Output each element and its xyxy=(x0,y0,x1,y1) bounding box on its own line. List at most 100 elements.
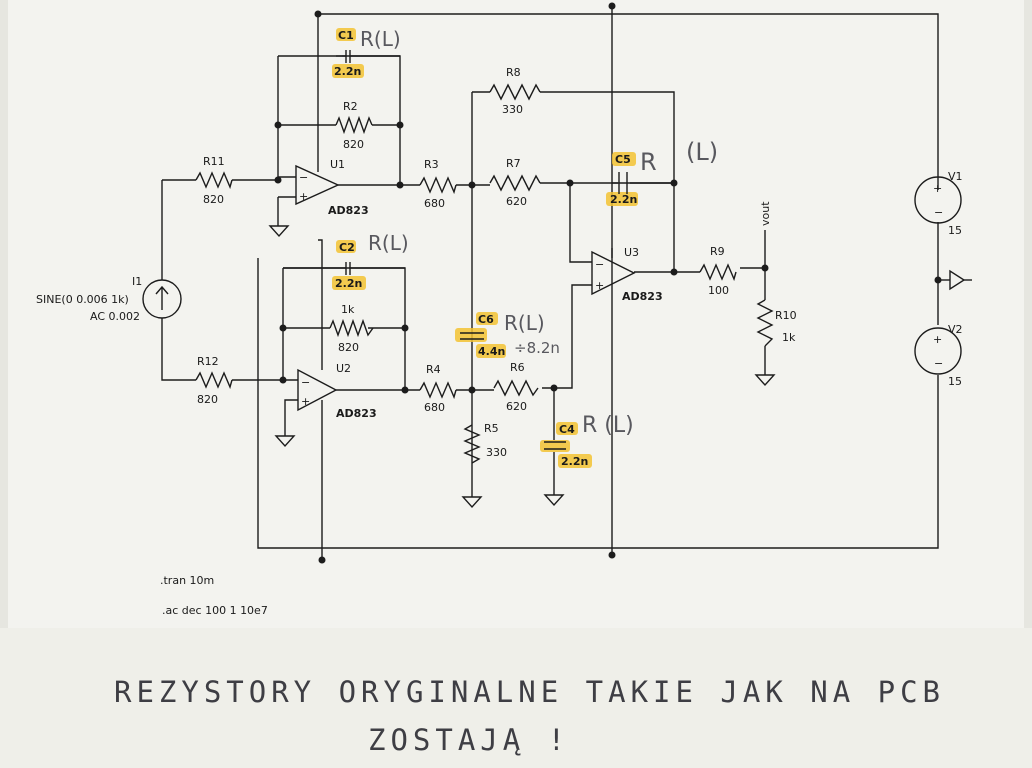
vout-net-label: vout xyxy=(759,201,772,226)
u2-minus-pin-mark: − xyxy=(301,376,310,389)
c5-handwritten-note-2: (L) xyxy=(686,138,718,166)
c4-handwritten-note: R (L) xyxy=(582,413,634,438)
r12-value: 820 xyxy=(197,393,218,406)
resistor-r12: R12 820 xyxy=(195,355,233,406)
capacitor-c5: C5 2.2n R (L) xyxy=(606,138,718,206)
resistor-r8: R8 330 xyxy=(489,66,541,116)
v2-minus-mark: − xyxy=(934,357,943,370)
r6-value: 620 xyxy=(506,400,527,413)
r2-ref: R2 xyxy=(343,100,358,113)
opamp-u3: − + U3 AD823 xyxy=(591,246,663,303)
c6-ref: C6 xyxy=(478,313,494,326)
r1k-ref: 1k xyxy=(341,303,355,316)
i1-line2: AC 0.002 xyxy=(90,310,140,323)
u1-minus-pin-mark: − xyxy=(299,171,308,184)
c6-handwritten-note: R(L) xyxy=(504,311,545,335)
current-source-i1: I1 SINE(0 0.006 1k) AC 0.002 xyxy=(36,275,182,323)
resistor-r10: R10 1k xyxy=(756,299,797,347)
u3-plus-pin-mark: + xyxy=(595,279,604,292)
resistor-r3: R3 680 xyxy=(419,158,457,210)
resistor-r4: R4 680 xyxy=(419,363,457,414)
handwritten-note-line2: ZOSTAJĄ ! xyxy=(368,723,570,757)
r9-ref: R9 xyxy=(710,245,725,258)
r11-ref: R11 xyxy=(203,155,225,168)
ground-u2 xyxy=(274,435,296,448)
u2-part: AD823 xyxy=(336,407,377,420)
resistor-r6: R6 620 xyxy=(493,361,539,413)
c6-value: 4.4n xyxy=(478,345,505,358)
r10-ref: R10 xyxy=(775,309,797,322)
resistor-r9: R9 100 xyxy=(699,245,737,297)
r4-value: 680 xyxy=(424,401,445,414)
r3-ref: R3 xyxy=(424,158,439,171)
capacitor-c6: C6 4.4n R(L) ÷8.2n xyxy=(455,311,560,358)
c4-ref: C4 xyxy=(559,423,575,436)
u1-plus-pin-mark: + xyxy=(299,190,308,203)
v1-plus-mark: + xyxy=(933,182,942,195)
r8-ref: R8 xyxy=(506,66,521,79)
r1k-value: 820 xyxy=(338,341,359,354)
resistor-r5: R5 330 xyxy=(463,422,507,464)
resistor-r7: R7 620 xyxy=(489,157,541,208)
capacitor-c2: C2 2.2n R(L) xyxy=(332,231,409,290)
r9-value: 100 xyxy=(708,284,729,297)
c2-value: 2.2n xyxy=(335,277,362,290)
r6-ref: R6 xyxy=(510,361,525,374)
resistor-r1k: 1k 820 xyxy=(329,303,374,354)
ground-supply xyxy=(949,269,966,291)
opamp-u1: − + U1 AD823 xyxy=(295,158,369,217)
i1-line1: SINE(0 0.006 1k) xyxy=(36,293,129,306)
c2-ref: C2 xyxy=(339,241,355,254)
r7-value: 620 xyxy=(506,195,527,208)
wires xyxy=(161,6,950,560)
u2-plus-pin-mark: + xyxy=(301,395,310,408)
ground-r5 xyxy=(461,496,483,509)
tran-directive: .tran 10m xyxy=(160,574,214,587)
u3-ref: U3 xyxy=(624,246,639,259)
c5-handwritten-note: R xyxy=(640,148,657,176)
voltage-source-v1: + − V1 15 xyxy=(914,170,963,237)
u3-part: AD823 xyxy=(622,290,663,303)
capacitor-c4: C4 2.2n R (L) xyxy=(540,413,634,468)
r8-value: 330 xyxy=(502,103,523,116)
u1-ref: U1 xyxy=(330,158,345,171)
capacitor-c1: C1 2.2n R(L) xyxy=(332,27,401,78)
ground-c4 xyxy=(543,494,565,507)
r11-value: 820 xyxy=(203,193,224,206)
ground-symbols xyxy=(268,225,972,509)
c1-handwritten-note: R(L) xyxy=(360,27,401,51)
r5-value: 330 xyxy=(486,446,507,459)
v1-ref: V1 xyxy=(948,170,963,183)
c1-value: 2.2n xyxy=(334,65,361,78)
junction-dots xyxy=(274,2,942,564)
i1-ref: I1 xyxy=(132,275,142,288)
note-paper xyxy=(0,628,1032,768)
r2-value: 820 xyxy=(343,138,364,151)
u2-ref: U2 xyxy=(336,362,351,375)
c6-handwritten-note-2: ÷8.2n xyxy=(514,339,560,357)
c4-value: 2.2n xyxy=(561,455,588,468)
ac-directive: .ac dec 100 1 10e7 xyxy=(162,604,268,617)
r5-ref: R5 xyxy=(484,422,499,435)
u1-part: AD823 xyxy=(328,204,369,217)
v1-minus-mark: − xyxy=(934,206,943,219)
r4-ref: R4 xyxy=(426,363,441,376)
resistor-r2: R2 820 xyxy=(335,100,373,151)
r10-value: 1k xyxy=(782,331,796,344)
handwritten-note-line1: REZYSTORY ORYGINALNE TAKIE JAK NA PCB xyxy=(114,675,945,709)
c5-value: 2.2n xyxy=(610,193,637,206)
v2-value: 15 xyxy=(948,375,962,388)
r7-ref: R7 xyxy=(506,157,521,170)
ground-r10 xyxy=(754,374,776,387)
schematic-sheet xyxy=(8,0,1024,628)
v1-value: 15 xyxy=(948,224,962,237)
resistor-r11: R11 820 xyxy=(195,155,233,206)
v2-plus-mark: + xyxy=(933,333,942,346)
r3-value: 680 xyxy=(424,197,445,210)
opamp-u2: − + U2 AD823 xyxy=(297,362,377,420)
c5-ref: C5 xyxy=(615,153,631,166)
u3-minus-pin-mark: − xyxy=(595,258,604,271)
c2-handwritten-note: R(L) xyxy=(368,231,409,255)
r12-ref: R12 xyxy=(197,355,219,368)
